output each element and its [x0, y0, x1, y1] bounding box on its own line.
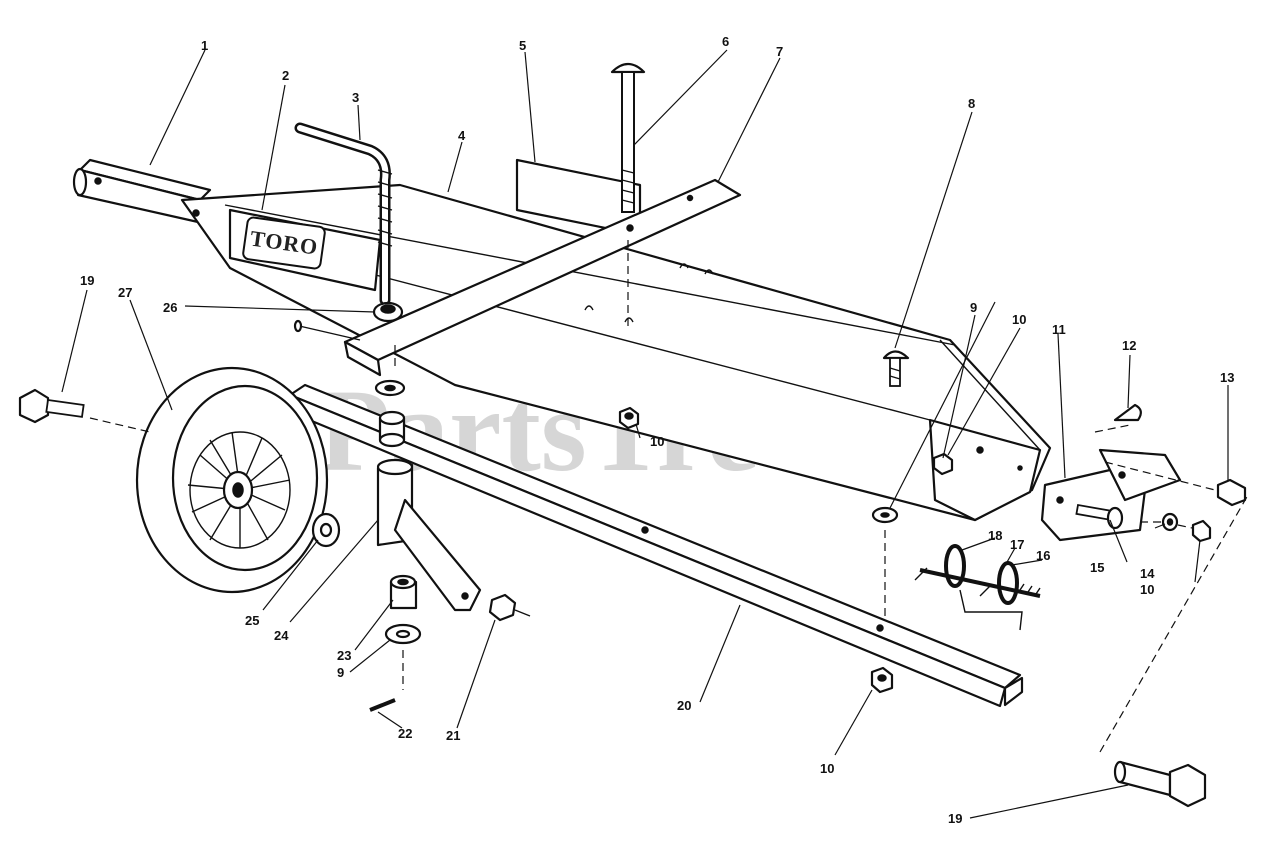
callout-10-bottom: 10 [820, 761, 834, 776]
callout-11: 11 [1052, 322, 1066, 337]
part-25-washer [311, 512, 341, 548]
part-6-carriage-bolt [610, 62, 646, 330]
callout-10-far-right: 10 [1140, 582, 1154, 597]
callout-1: 1 [201, 38, 208, 53]
callout-5: 5 [519, 38, 526, 53]
part-21-nut [488, 593, 531, 622]
callout-12: 12 [1122, 338, 1136, 353]
callout-14: 14 [1140, 566, 1155, 581]
break-marks [914, 567, 993, 597]
callout-10-upper: 10 [650, 434, 664, 449]
callout-7: 7 [776, 44, 783, 59]
shaft-bracket-lines [959, 589, 1023, 631]
callout-16: 16 [1036, 548, 1050, 563]
callout-9-upper: 9 [970, 300, 977, 315]
part-10-nut-bottom [870, 666, 894, 694]
part-12-clip [1113, 403, 1142, 422]
callout-4: 4 [458, 128, 466, 143]
part-9-washer-right [871, 506, 899, 620]
callout-8: 8 [968, 96, 975, 111]
part-23-bushing [389, 574, 418, 610]
part-4-main-housing [180, 183, 1052, 522]
callout-20: 20 [677, 698, 691, 713]
part-7-crossbar [343, 178, 742, 377]
callout-26: 26 [163, 300, 177, 315]
leader-lines [61, 49, 1229, 819]
callout-18: 18 [988, 528, 1002, 543]
part-3-j-bolt [294, 122, 393, 306]
part-24-caster-housing [376, 458, 482, 612]
part-14-washer [1161, 512, 1179, 532]
part-22-cotter-pin [369, 698, 396, 712]
callout-6: 6 [722, 34, 729, 49]
callout-19-right: 19 [948, 811, 962, 826]
callout-24: 24 [274, 628, 289, 643]
callout-2: 2 [282, 68, 289, 83]
part-27-wheel [135, 366, 329, 594]
part-19-axle-bolt-left [18, 388, 151, 433]
part-17-shaft [919, 568, 1041, 598]
callout-labels: 1 2 3 4 5 6 7 8 9 10 11 12 13 14 15 16 1… [80, 34, 1234, 826]
callout-9-lower: 9 [337, 665, 344, 680]
part-10-nut-far-right [1191, 519, 1212, 543]
callout-21: 21 [446, 728, 460, 743]
part-18-ring [944, 544, 966, 588]
callout-15: 15 [1090, 560, 1104, 575]
part-8-carriage-bolt [882, 350, 910, 387]
callout-22: 22 [398, 726, 412, 741]
part-2-brand-plate: TORO [228, 208, 382, 292]
callout-25: 25 [245, 613, 259, 628]
part-10-nut-upper [618, 406, 640, 430]
callout-3: 3 [352, 90, 359, 105]
part-1-handle-tube [72, 158, 212, 224]
part-19-axle-bolt-right [1099, 494, 1249, 808]
part-9-washer-lower [384, 623, 422, 690]
callout-10-housing: 10 [1012, 312, 1026, 327]
callout-27: 27 [118, 285, 132, 300]
callout-23: 23 [337, 648, 351, 663]
callout-13: 13 [1220, 370, 1234, 385]
callout-17: 17 [1010, 537, 1024, 552]
washer-and-bushing-stack [374, 345, 406, 448]
callout-19-left: 19 [80, 273, 94, 288]
part-16-ring [997, 561, 1019, 605]
